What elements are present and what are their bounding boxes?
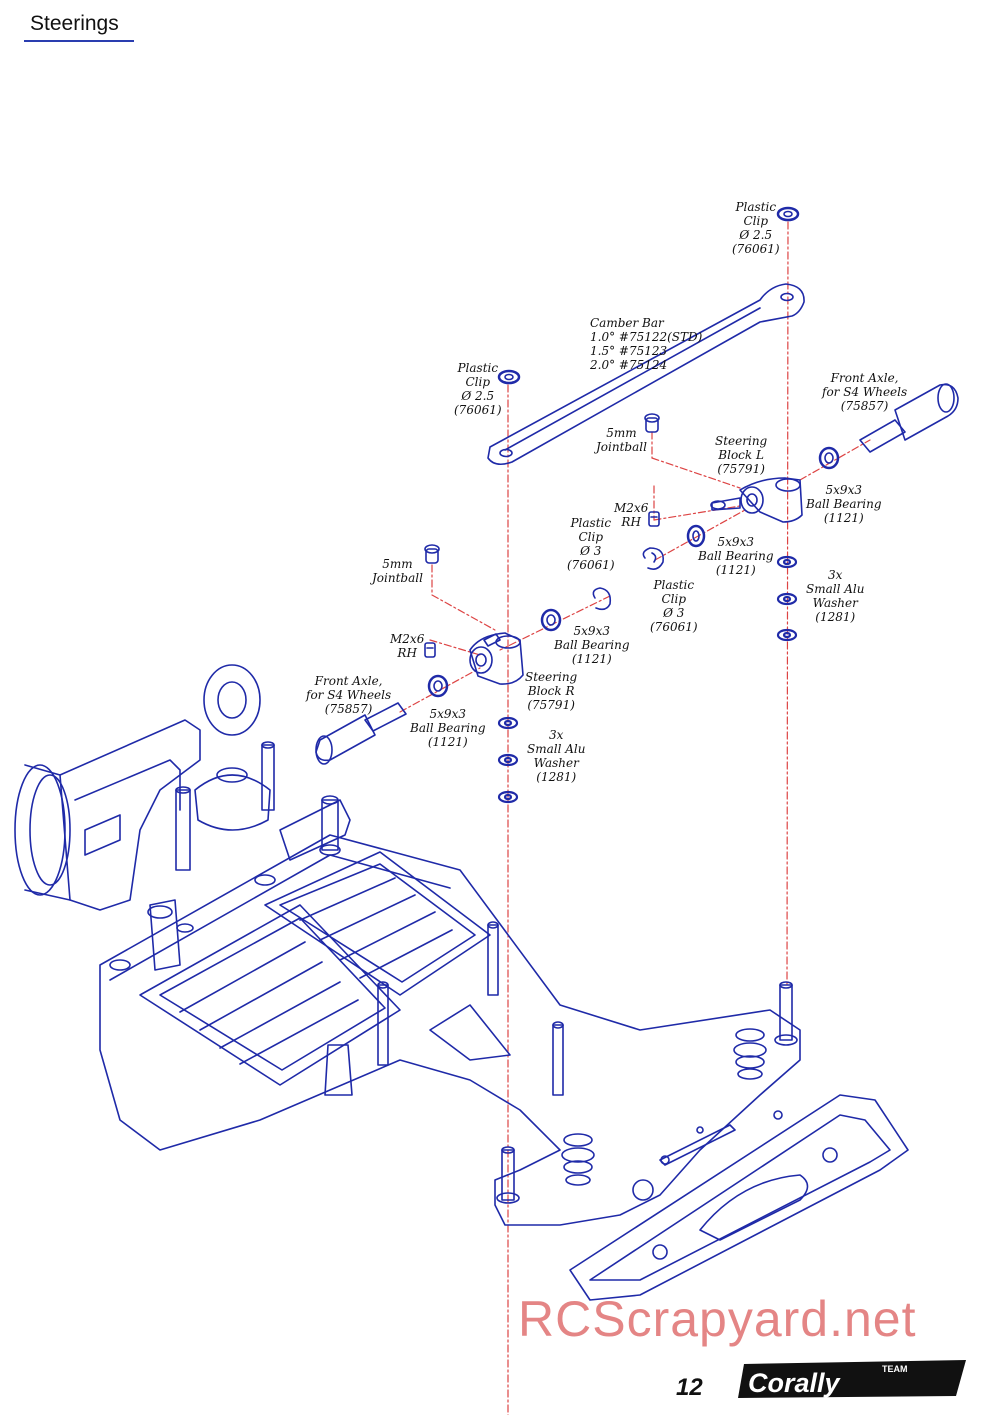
title-underline [24,40,134,42]
screw-m2x6-right [648,511,660,527]
washers-right [776,555,798,642]
plastic-clip-top-right [776,206,800,222]
ball-bearing-mid-right [686,524,706,548]
plastic-clip-mid [592,587,612,611]
team-corally-logo: TEAM Corally [738,1360,966,1398]
label-front-axle-left: Front Axle,for S4 Wheels (75857) [306,674,392,716]
front-axle-right [859,383,959,453]
ball-bearing-mid-left [540,608,562,632]
jointball-left [424,544,440,564]
steering-block-r [469,632,524,685]
watermark: RCScrapyard.net [518,1291,917,1347]
plastic-clip-lower-right [642,547,665,570]
label-front-axle-right: Front Axle,for S4 Wheels (75857) [822,371,908,413]
logo-main-text: Corally [748,1368,842,1398]
screw-m2x6-left [424,642,436,658]
chassis-plate [99,834,909,1301]
jointball-right [644,413,660,433]
page-title: Steerings [30,12,119,35]
page-number: 12 [676,1374,703,1401]
washers-left [497,716,519,804]
front-axle-left [315,702,407,765]
camber-bar [487,283,805,466]
rear-gearbox [14,664,351,971]
steering-block-l [710,477,803,523]
ball-bearing-far-right [818,446,840,470]
ball-bearing-left [427,674,449,698]
logo-small-text: TEAM [882,1364,908,1374]
plastic-clip-top-left [497,369,521,385]
